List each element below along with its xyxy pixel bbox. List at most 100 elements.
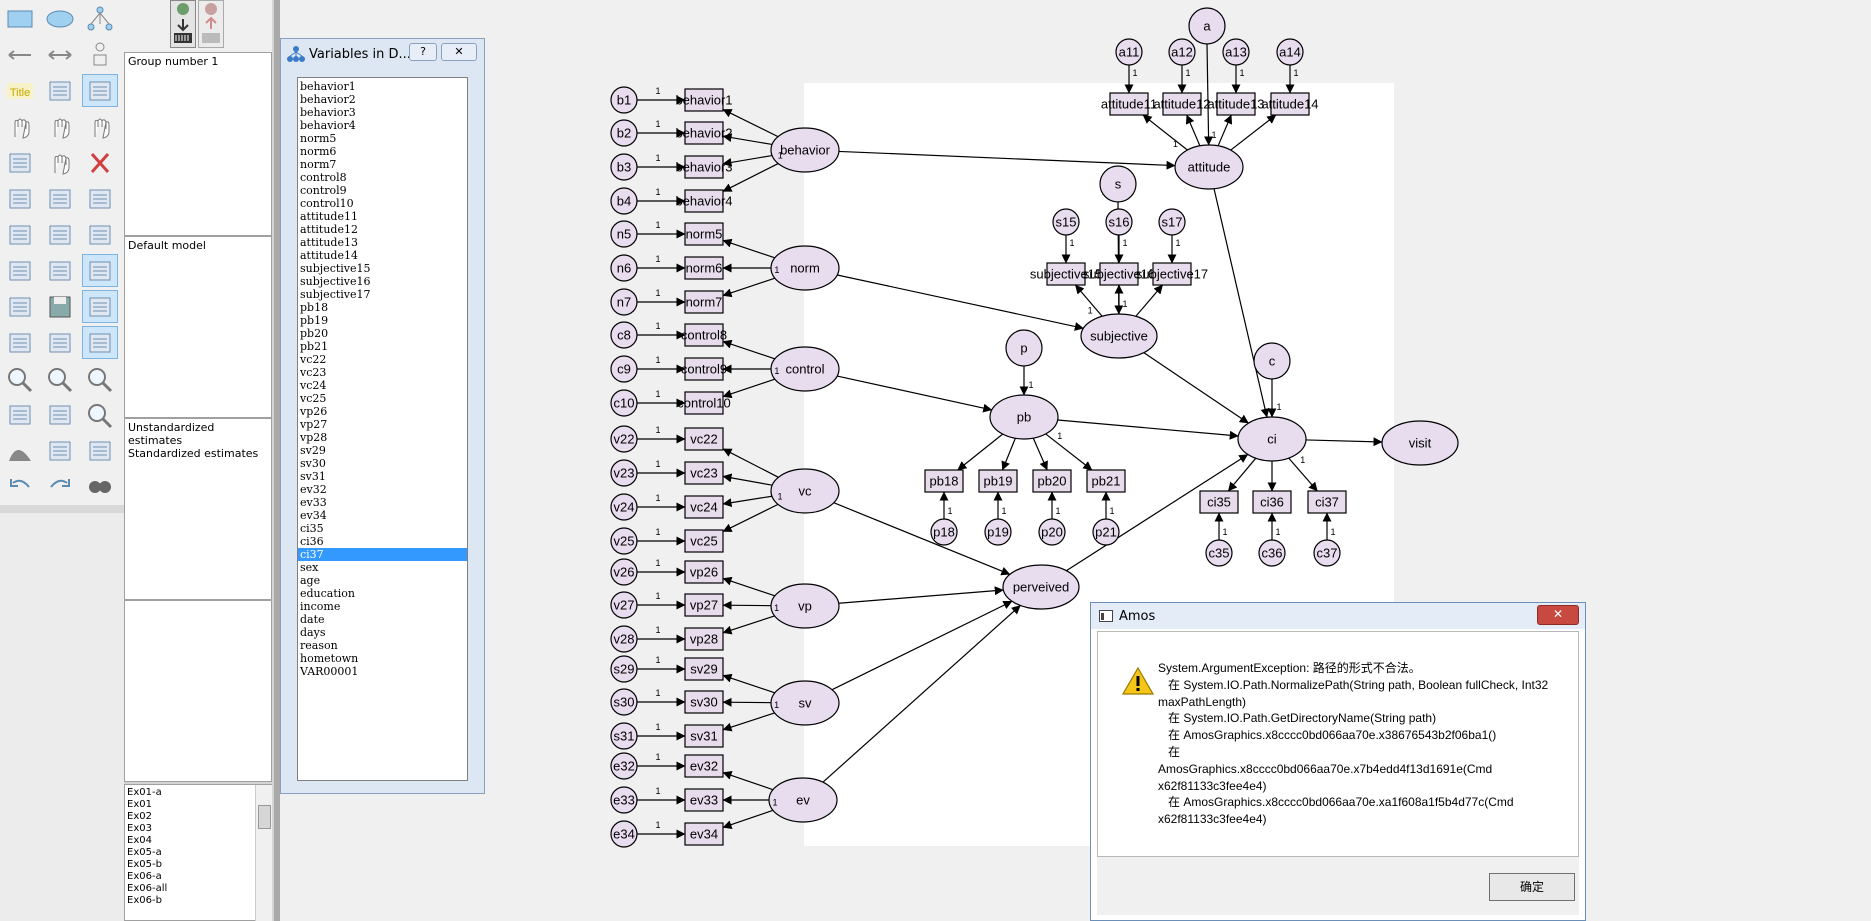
view-input-path-button[interactable] [170, 0, 196, 48]
observed-variable-pb19[interactable] [978, 469, 1018, 493]
observed-variable-pb21[interactable] [1086, 469, 1126, 493]
error-term-p18[interactable] [930, 518, 958, 546]
latent-variable-vp[interactable] [770, 583, 840, 629]
variable-list-item[interactable]: vp27 [300, 418, 328, 431]
variable-list-item[interactable]: norm7 [300, 158, 337, 171]
variable-list-item[interactable]: behavior1 [300, 80, 356, 93]
file-list-item[interactable]: Ex05-b [127, 859, 162, 870]
error-term-p21[interactable] [1092, 518, 1120, 546]
file-list-item[interactable]: Ex05-a [127, 847, 162, 858]
analysis-properties-tool-button[interactable] [42, 254, 78, 287]
observed-variable-behavior2[interactable] [684, 121, 724, 145]
magnify-tool-button[interactable] [82, 398, 118, 431]
shape-tool-button[interactable] [2, 218, 38, 251]
print-tool-button[interactable] [82, 434, 118, 467]
error-term-v24[interactable] [610, 493, 638, 521]
object-properties-tool-button[interactable] [2, 326, 38, 359]
error-term-s30[interactable] [610, 688, 638, 716]
error-term-c35[interactable] [1205, 539, 1233, 567]
select-all-tool-button[interactable] [42, 110, 78, 143]
observed-variable-ci37[interactable] [1307, 490, 1347, 514]
zoom-out-tool-button[interactable] [82, 362, 118, 395]
observed-variable-attitude13[interactable] [1216, 92, 1256, 116]
latent-variable-control[interactable] [770, 346, 840, 392]
residual-s[interactable] [1099, 165, 1137, 203]
variable-list-item[interactable]: vc23 [300, 366, 327, 379]
deselect-tool-button[interactable] [82, 110, 118, 143]
variable-list-item[interactable]: days [300, 626, 326, 639]
reflect-tool-button[interactable] [82, 182, 118, 215]
observed-variable-vp28[interactable] [684, 627, 724, 651]
file-list-item[interactable]: Ex03 [127, 823, 152, 834]
observed-variable-ci35[interactable] [1199, 490, 1239, 514]
latent-variable-sv[interactable] [770, 680, 840, 726]
latent-variable-ci[interactable] [1237, 416, 1307, 462]
error-term-s31[interactable] [610, 722, 638, 750]
models-panel[interactable]: Default model [124, 236, 272, 418]
latent-variable-pb[interactable] [989, 394, 1059, 440]
variable-list-item[interactable]: subjective15 [300, 262, 371, 275]
search-tool-button[interactable] [82, 470, 118, 503]
unstandardized-estimates-item[interactable]: Unstandardized estimates [128, 421, 215, 447]
help-button[interactable]: ? [409, 43, 437, 61]
error-term-e32[interactable] [610, 752, 638, 780]
observed-variable-sv30[interactable] [684, 690, 724, 714]
error-term-b2[interactable] [610, 119, 638, 147]
variable-list-item[interactable]: income [300, 600, 341, 613]
path-diagram[interactable]: behaviornormcontrolvcvpsvevattitudesubje… [280, 0, 1871, 921]
latent-variable-perveived[interactable] [1002, 564, 1080, 610]
ellipse-tool-button[interactable] [42, 2, 78, 35]
error-term-v26[interactable] [610, 558, 638, 586]
file-list-item[interactable]: Ex01 [127, 799, 152, 810]
error-term-a13[interactable] [1222, 38, 1250, 66]
dialog-titlebar[interactable]: Amos ✕ [1091, 603, 1585, 629]
error-term-s16[interactable] [1105, 208, 1133, 236]
files-scrollbar-thumb[interactable] [258, 805, 271, 829]
observed-variable-control8[interactable] [684, 323, 724, 347]
files-scrollbar[interactable] [255, 785, 272, 921]
variable-list-item[interactable]: attitude13 [300, 236, 358, 249]
variable-list-item[interactable]: pb19 [300, 314, 329, 327]
variable-list-item[interactable]: vp28 [300, 431, 328, 444]
error-term-a12[interactable] [1168, 38, 1196, 66]
move-tool-button[interactable] [42, 146, 78, 179]
variable-list-item[interactable]: attitude11 [300, 210, 358, 223]
observed-variable-ev32[interactable] [684, 754, 724, 778]
observed-variable-vp27[interactable] [684, 593, 724, 617]
observed-variable-subjective16[interactable] [1099, 262, 1139, 286]
duplicate-tool-button[interactable] [2, 146, 38, 179]
variable-list-item[interactable]: date [300, 613, 325, 626]
variable-list-item[interactable]: reason [300, 639, 338, 652]
estimates-panel[interactable]: Unstandardized estimates Standardized es… [124, 418, 272, 600]
latent-variable-visit[interactable] [1381, 420, 1459, 466]
variable-list-item[interactable]: sex [300, 561, 319, 574]
file-list-item[interactable]: Ex01-a [127, 787, 162, 798]
error-term-b3[interactable] [610, 153, 638, 181]
link-tool-button[interactable] [42, 434, 78, 467]
variable-list-item[interactable]: control9 [300, 184, 347, 197]
observed-variable-vc24[interactable] [684, 495, 724, 519]
variables-window-titlebar[interactable]: Variables in D... ? ✕ [281, 39, 484, 67]
error-term-v25[interactable] [610, 527, 638, 555]
variable-list-item[interactable]: attitude12 [300, 223, 358, 236]
select-one-tool-button[interactable] [2, 110, 38, 143]
observed-variable-ev33[interactable] [684, 788, 724, 812]
touchup-tool-button[interactable] [82, 218, 118, 251]
view-output-path-button[interactable] [198, 0, 224, 48]
observed-variable-norm7[interactable] [684, 290, 724, 314]
variable-list-item[interactable]: norm6 [300, 145, 337, 158]
indicator-tool-button[interactable] [82, 2, 118, 35]
variable-list-item[interactable]: ev33 [300, 496, 327, 509]
observed-variable-pb20[interactable] [1032, 469, 1072, 493]
error-term-n6[interactable] [610, 254, 638, 282]
observed-variable-behavior1[interactable] [684, 88, 724, 112]
view-text-tool-button[interactable] [2, 290, 38, 323]
group-item[interactable]: Group number 1 [128, 55, 219, 68]
panel-splitter[interactable] [274, 0, 280, 921]
drag-properties-tool-button[interactable] [42, 326, 78, 359]
variable-list-item[interactable]: behavior4 [300, 119, 356, 132]
error-term-v22[interactable] [610, 425, 638, 453]
